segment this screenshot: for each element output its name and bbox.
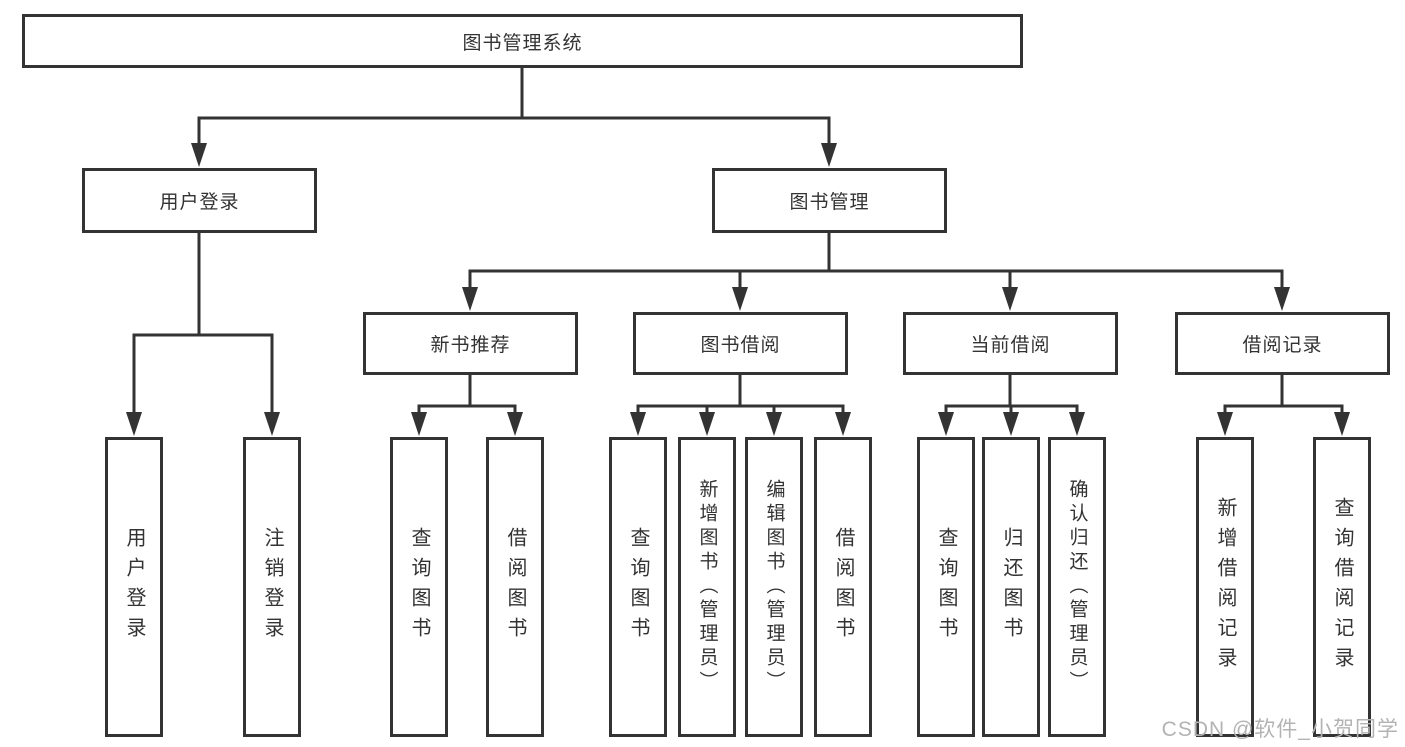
leaf-query-books-current: 查询图书 bbox=[917, 437, 975, 737]
leaf-user-login-label: 用户登录 bbox=[123, 527, 145, 647]
arrowhead-icon bbox=[835, 412, 851, 436]
csdn-watermark: CSDN @软件_小贺同学 bbox=[1161, 718, 1399, 741]
arrowhead-icon bbox=[1274, 287, 1290, 311]
leaf-query-books-recommend-label: 查询图书 bbox=[408, 527, 430, 647]
leaf-return-books-label: 归还图书 bbox=[1000, 527, 1022, 647]
leaf-borrow-books-borrowing-label: 借阅图书 bbox=[832, 527, 854, 647]
node-new-book-recommendation: 新书推荐 bbox=[363, 312, 578, 375]
arrowhead-icon bbox=[1217, 412, 1233, 436]
arrowhead-icon bbox=[191, 143, 207, 167]
arrowhead-icon bbox=[938, 412, 954, 436]
node-library-management-system: 图书管理系统 bbox=[22, 14, 1023, 68]
arrowhead-icon bbox=[1003, 412, 1019, 436]
node-book-borrowing: 图书借阅 bbox=[633, 312, 848, 375]
node-book-management: 图书管理 bbox=[712, 168, 947, 233]
leaf-return-books: 归还图书 bbox=[982, 437, 1040, 737]
leaf-edit-books-admin: 编辑图书（管理员） bbox=[745, 437, 803, 737]
leaf-edit-books-admin-label: 编辑图书（管理员） bbox=[763, 479, 785, 695]
arrowhead-icon bbox=[1069, 412, 1085, 436]
arrowhead-icon bbox=[411, 412, 427, 436]
leaf-user-login: 用户登录 bbox=[105, 437, 163, 737]
arrowhead-icon bbox=[1334, 412, 1350, 436]
arrowhead-icon bbox=[462, 287, 478, 311]
leaf-confirm-return-admin: 确认归还（管理员） bbox=[1048, 437, 1106, 737]
node-user-login: 用户登录 bbox=[82, 168, 317, 233]
leaf-query-books-borrowing: 查询图书 bbox=[609, 437, 667, 737]
leaf-borrow-books-recommend: 借阅图书 bbox=[486, 437, 544, 737]
arrowhead-icon bbox=[821, 143, 837, 167]
arrowhead-icon bbox=[630, 412, 646, 436]
leaf-logout: 注销登录 bbox=[243, 437, 301, 737]
node-borrowing-records: 借阅记录 bbox=[1175, 312, 1390, 375]
arrowhead-icon bbox=[126, 412, 142, 436]
arrowhead-icon bbox=[264, 412, 280, 436]
arrowhead-icon bbox=[699, 412, 715, 436]
arrowhead-icon bbox=[732, 287, 748, 311]
arrowhead-icon bbox=[507, 412, 523, 436]
leaf-query-books-borrowing-label: 查询图书 bbox=[627, 527, 649, 647]
leaf-query-books-current-label: 查询图书 bbox=[935, 527, 957, 647]
arrowhead-icon bbox=[1002, 287, 1018, 311]
leaf-add-books-admin: 新增图书（管理员） bbox=[678, 437, 736, 737]
leaf-query-borrow-record-label: 查询借阅记录 bbox=[1331, 497, 1353, 677]
leaf-borrow-books-recommend-label: 借阅图书 bbox=[504, 527, 526, 647]
leaf-add-borrow-record: 新增借阅记录 bbox=[1196, 437, 1254, 737]
leaf-confirm-return-admin-label: 确认归还（管理员） bbox=[1066, 479, 1088, 695]
leaf-query-borrow-record: 查询借阅记录 bbox=[1313, 437, 1371, 737]
leaf-borrow-books-borrowing: 借阅图书 bbox=[814, 437, 872, 737]
leaf-add-borrow-record-label: 新增借阅记录 bbox=[1214, 497, 1236, 677]
leaf-add-books-admin-label: 新增图书（管理员） bbox=[696, 479, 718, 695]
leaf-logout-label: 注销登录 bbox=[261, 527, 283, 647]
leaf-query-books-recommend: 查询图书 bbox=[390, 437, 448, 737]
arrowhead-icon bbox=[766, 412, 782, 436]
node-current-borrowing: 当前借阅 bbox=[903, 312, 1118, 375]
